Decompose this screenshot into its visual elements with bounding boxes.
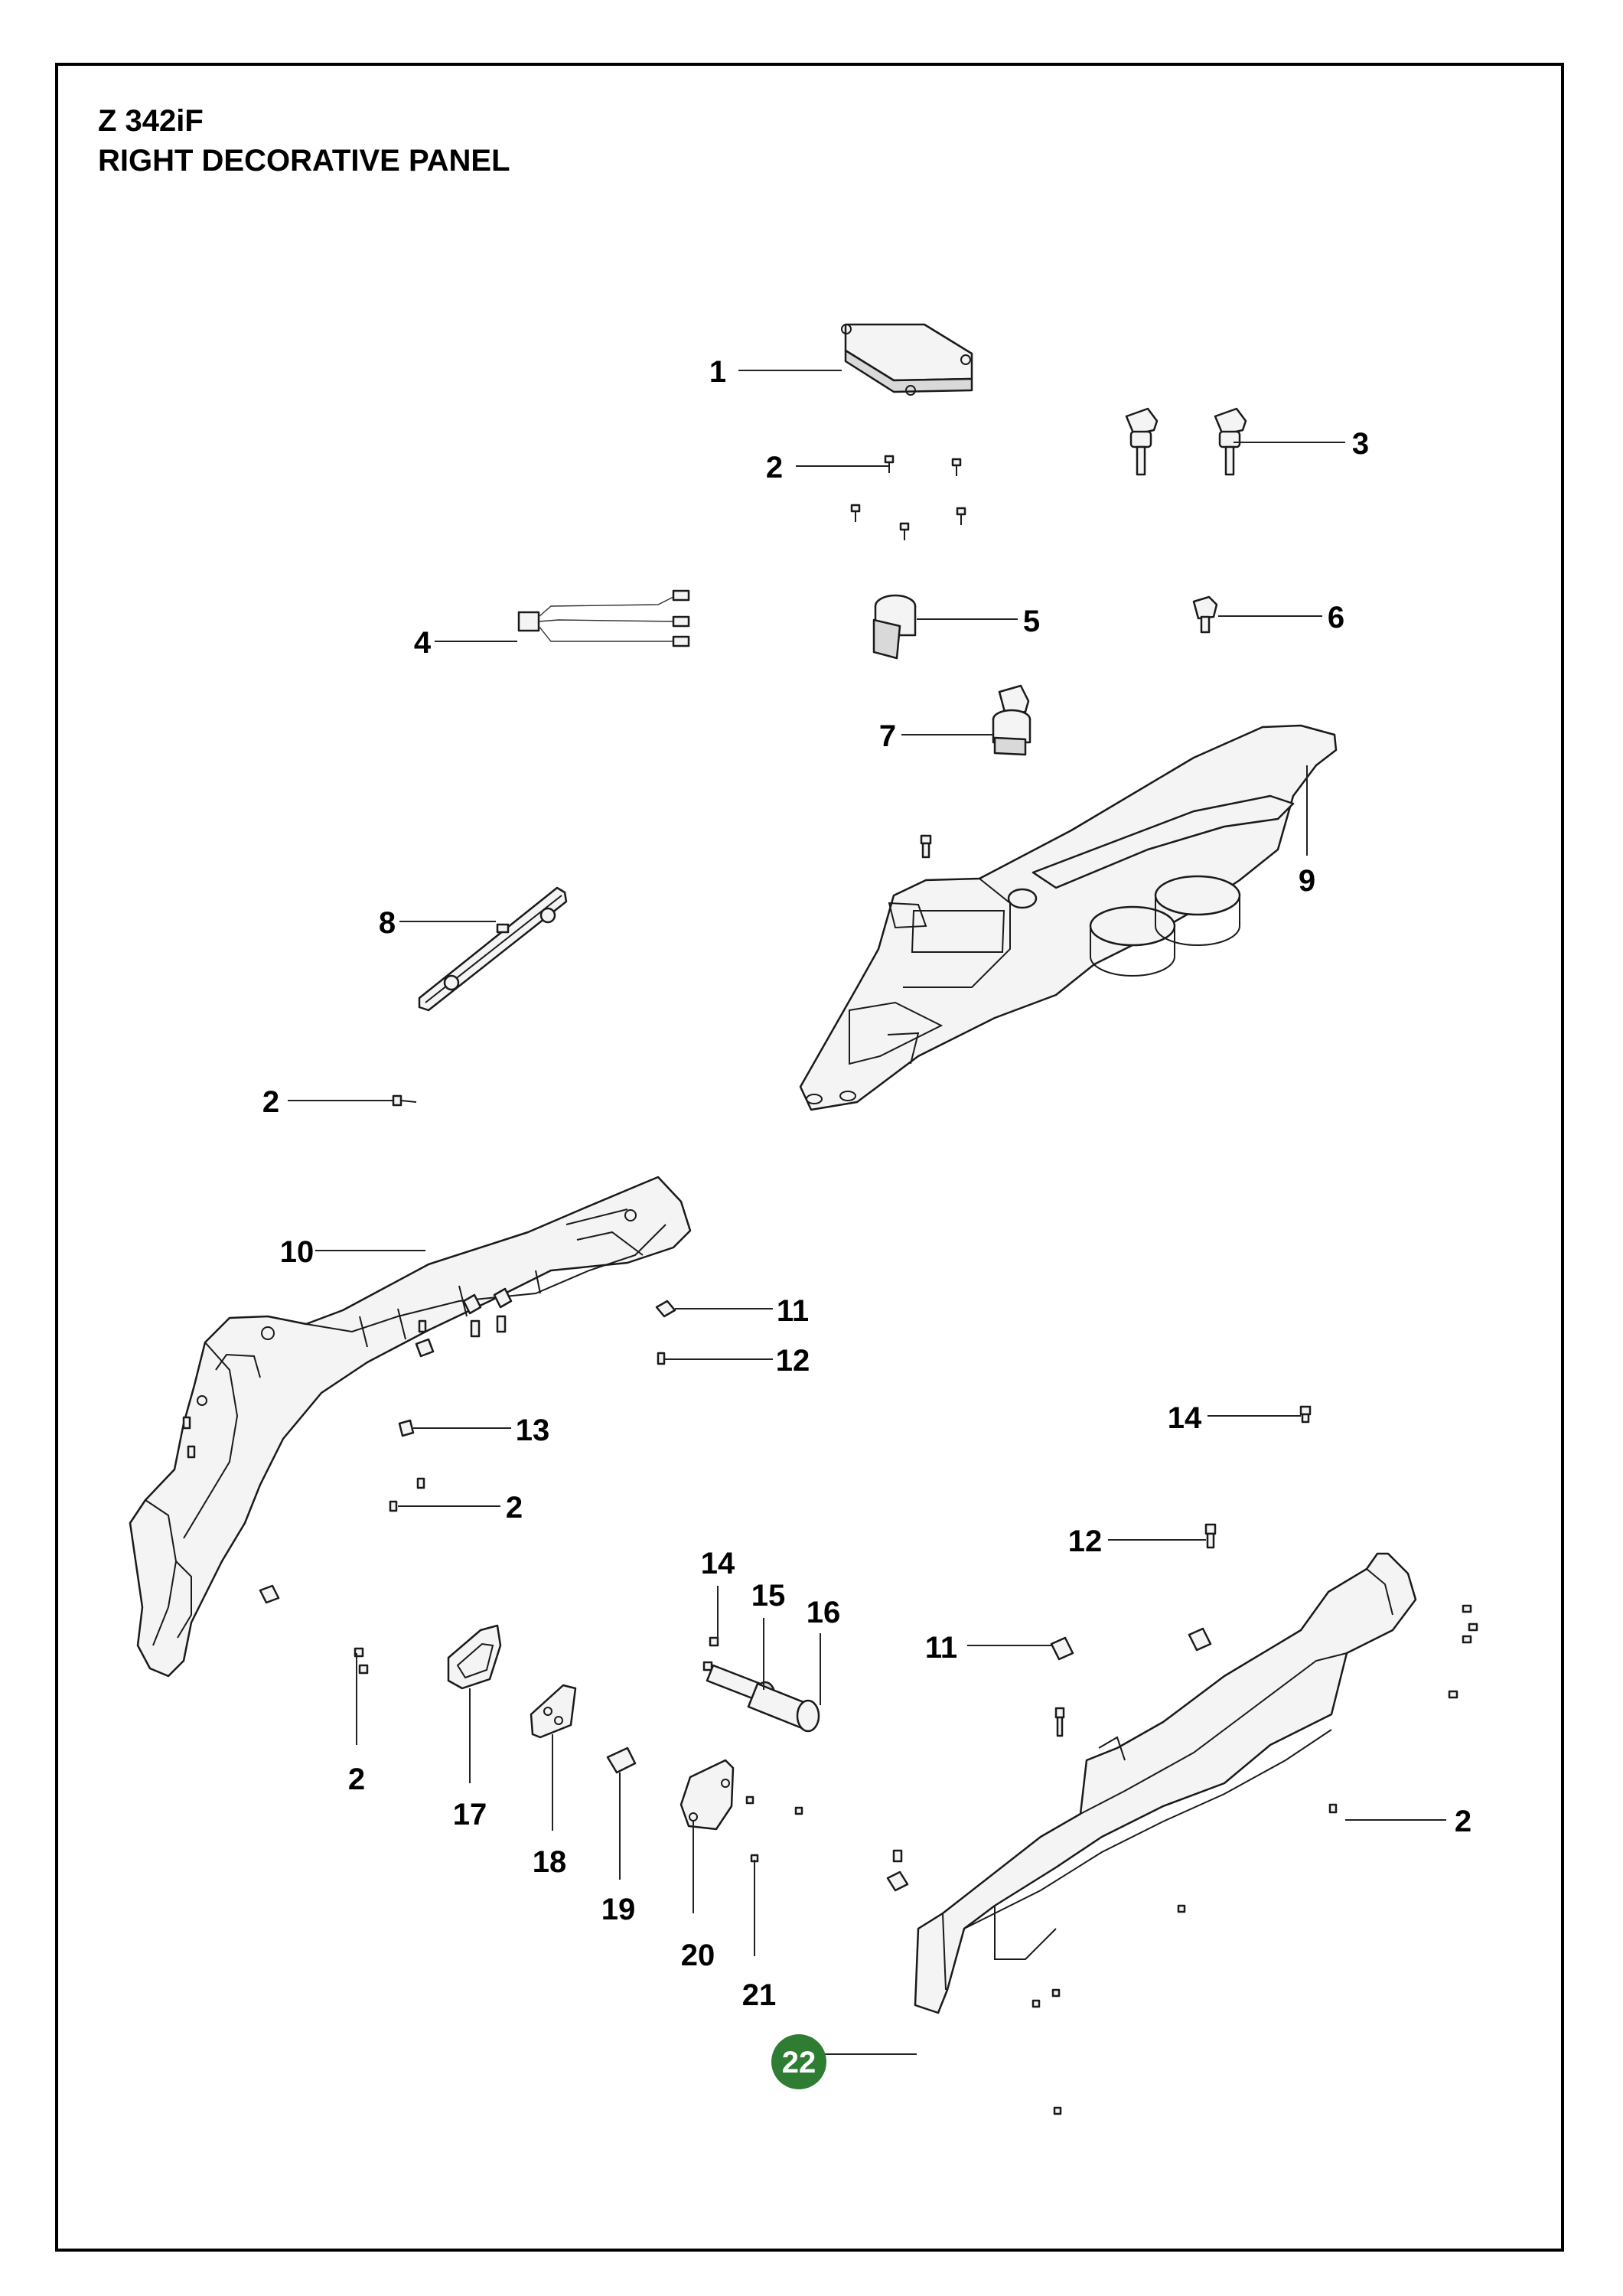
callout-2: 2: [1455, 1805, 1471, 1838]
callout-12: 12: [1068, 1525, 1103, 1558]
callout-4: 4: [414, 626, 432, 660]
callout-6: 6: [1328, 601, 1344, 634]
callouts: 1 2 3 2 4 5 6 7 9 8 2 10 11 12 13 2 14 1…: [262, 355, 1471, 2012]
part-4-wire-harness: [517, 589, 690, 647]
callout-9: 9: [1299, 864, 1315, 898]
part-11-clips-lower: [886, 1627, 1212, 1892]
part-14-bolt-right: [1299, 1405, 1312, 1424]
callout-15: 15: [751, 1579, 786, 1613]
callout-2: 2: [766, 451, 783, 484]
callout-3: 3: [1352, 427, 1369, 461]
callout-2: 2: [348, 1763, 365, 1796]
part-17-grip: [447, 1624, 502, 1690]
callout-14: 14: [1168, 1401, 1202, 1435]
part-20-bracket: [680, 1759, 735, 1831]
part-14-pin: [702, 1636, 719, 1671]
callout-17: 17: [453, 1798, 487, 1831]
part-21-screws: [745, 1795, 803, 1863]
part-2-screws-group: [850, 455, 966, 540]
part-13-nut: [398, 1419, 415, 1437]
callout-2: 2: [506, 1491, 523, 1525]
part-8-trim-strip: [418, 886, 568, 1012]
leader-lines: [288, 370, 1446, 2055]
part-11-clip-upper: [655, 1300, 676, 1318]
callout-18: 18: [533, 1845, 567, 1879]
callout-7: 7: [879, 719, 896, 753]
drawing-frame: [55, 63, 1564, 2252]
callout-8: 8: [379, 906, 396, 940]
part-22-lower-panel: [914, 1552, 1417, 2014]
part-1-control-module: [841, 323, 973, 396]
model-title: Z 342iF: [98, 104, 204, 138]
part-2-screws-mid: [354, 1477, 425, 1675]
callout-22-highlighted: 22: [771, 2034, 826, 2089]
callout-5: 5: [1023, 605, 1040, 638]
part-3-ignition-keys: [1125, 407, 1247, 476]
callout-11: 11: [777, 1294, 809, 1328]
callout-12: 12: [776, 1344, 810, 1378]
callout-20: 20: [681, 1939, 715, 1972]
part-12-screw-lower: [1054, 1707, 1065, 1737]
part-18-plate: [530, 1684, 577, 1739]
callout-19: 19: [601, 1893, 636, 1926]
callout-16: 16: [807, 1596, 841, 1629]
callout-13: 13: [516, 1414, 550, 1447]
diagram-title: RIGHT DECORATIVE PANEL: [98, 144, 510, 178]
part-19-tab: [606, 1746, 637, 1774]
part-22-screws: [1031, 1604, 1478, 2115]
part-7-key-switch: [992, 684, 1031, 756]
part-10-fasteners: [182, 1287, 513, 1604]
callout-1: 1: [709, 355, 726, 389]
callout-2: 2: [262, 1085, 279, 1119]
part-6-bolt: [1192, 595, 1218, 634]
part-12-screw-right: [1204, 1523, 1217, 1549]
callout-21: 21: [742, 1978, 777, 2012]
callout-10: 10: [280, 1235, 314, 1269]
callout-11: 11: [925, 1631, 957, 1665]
callout-22: 22: [782, 2046, 816, 2079]
part-2-screw-left: [392, 1094, 417, 1107]
part-2-screw-near-9: [920, 834, 932, 859]
callout-14: 14: [701, 1547, 735, 1580]
part-9-fender-cover: [799, 724, 1338, 1111]
part-16-sleeve: [747, 1682, 820, 1733]
part-5-pto-switch: [872, 594, 917, 660]
